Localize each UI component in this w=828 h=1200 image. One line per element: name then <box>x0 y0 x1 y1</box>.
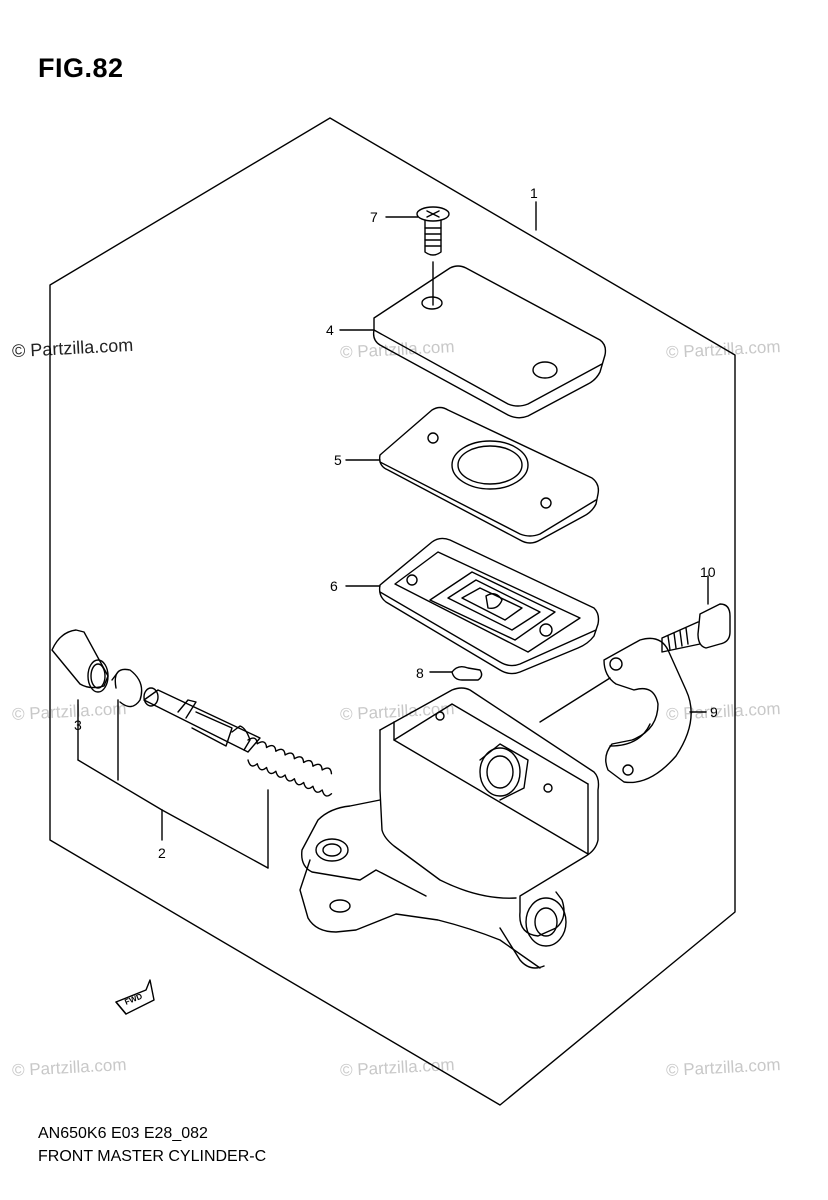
part-9-clamp <box>539 637 707 784</box>
model-code: AN650K6 E03 E28_082 <box>38 1125 208 1142</box>
part-7-screw <box>416 206 450 306</box>
part-10-bolt <box>661 575 731 653</box>
part-2-piston-set <box>77 687 333 869</box>
part-1-master-cylinder-body <box>299 201 600 969</box>
callout-7: 7 <box>370 209 378 225</box>
fwd-arrow-icon <box>115 979 155 1015</box>
callout-2: 2 <box>158 845 166 861</box>
part-name: FRONT MASTER CYLINDER-C <box>38 1148 267 1165</box>
assembly-outline <box>49 117 736 1106</box>
callout-10: 10 <box>700 564 716 580</box>
figure-title: FIG.82 <box>38 53 124 83</box>
callout-9: 9 <box>710 704 718 720</box>
callout-5: 5 <box>334 452 342 468</box>
callout-8: 8 <box>416 665 424 681</box>
part-3-boot <box>51 629 143 708</box>
callout-3: 3 <box>74 717 82 733</box>
callout-1: 1 <box>530 185 538 201</box>
callout-4: 4 <box>326 322 334 338</box>
part-5-diaphragm <box>378 406 600 544</box>
part-4-cap <box>372 265 607 419</box>
part-8-clip <box>429 665 483 681</box>
callout-6: 6 <box>330 578 338 594</box>
part-6-plate <box>378 537 600 675</box>
